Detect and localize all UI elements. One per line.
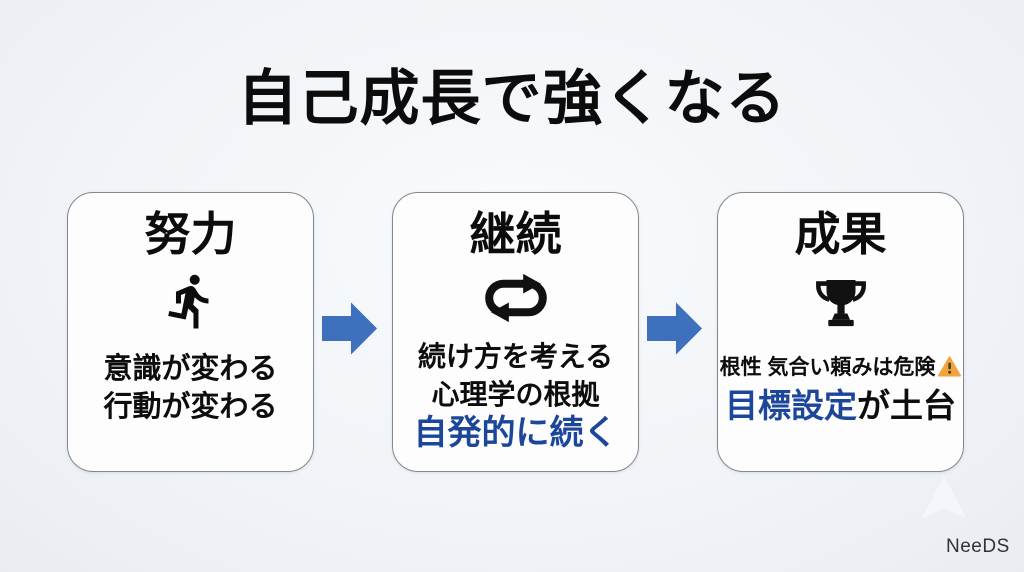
runner-icon (161, 269, 221, 333)
step-line: 行動が変わる (103, 390, 278, 423)
step-line: 心理学の根拠 (431, 378, 600, 410)
block-arrow-right-icon (322, 300, 378, 357)
step-highlight-suffix: が土台 (857, 387, 956, 425)
block-arrow-right-icon (647, 300, 703, 357)
step-highlight: 自発的に続く (413, 414, 618, 453)
step-box-continuation: 継続 続け方を考える 心理学の根拠 自発的に続く (392, 192, 639, 472)
warning-text: 根性 気合い頼みは危険 (719, 355, 936, 379)
loop-arrows-icon (479, 273, 553, 323)
step-heading: 努力 (144, 208, 237, 260)
step-box-effort: 努力 意識が変わる 行動が変わる (67, 192, 314, 472)
trophy-icon (812, 274, 870, 333)
step-highlight: 目標設定 (725, 387, 857, 425)
page-title: 自己成長で強くなる (237, 65, 787, 132)
step-line: 意識が変わる (103, 352, 278, 385)
brand-watermark-icon (916, 474, 972, 531)
step-line: 続け方を考える (417, 340, 614, 372)
step-heading: 継続 (469, 208, 562, 260)
warning-triangle-icon (937, 354, 962, 381)
step-heading: 成果 (794, 208, 887, 260)
step-box-results: 成果 根性 気合い頼みは危険 目標設定が土台 (717, 192, 964, 472)
brand-text: NeeDS (946, 536, 1010, 557)
